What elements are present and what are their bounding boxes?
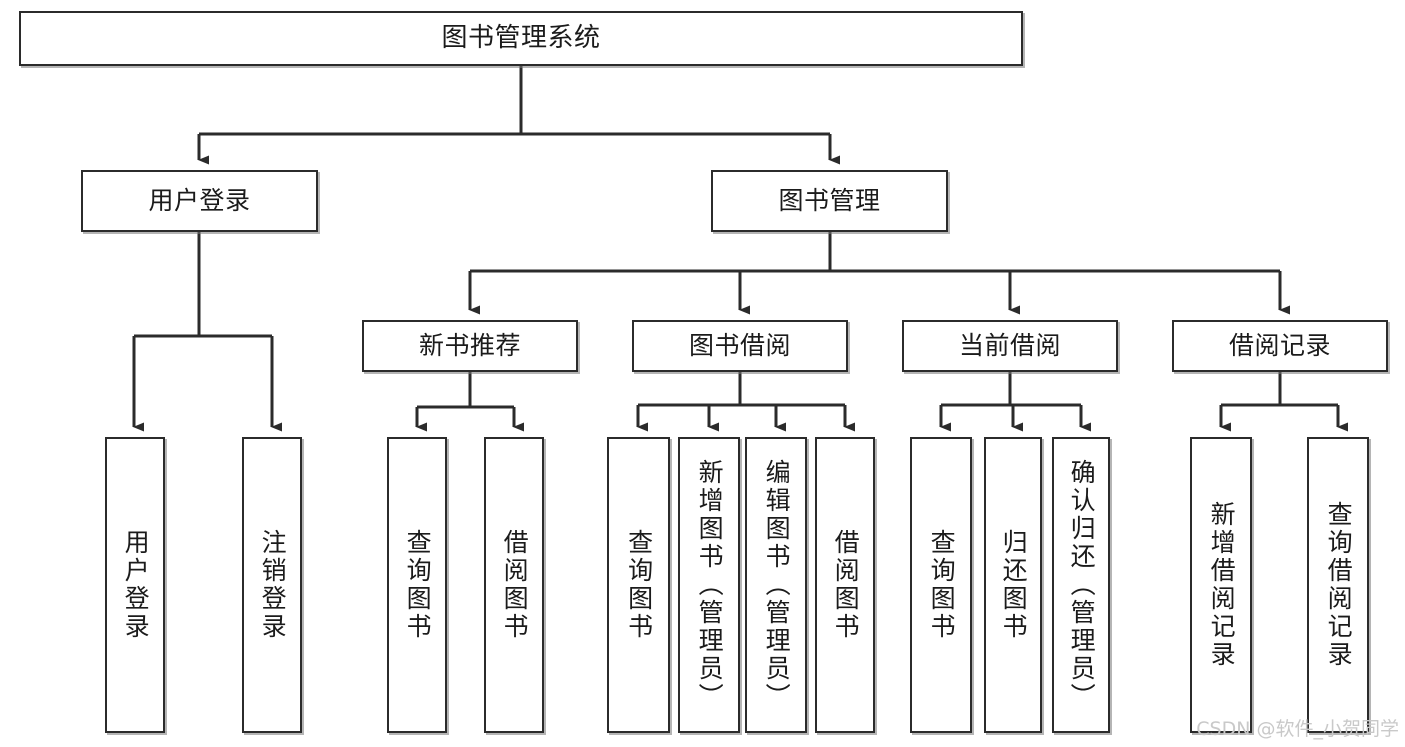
node-leaf-cur-return-label: 归还图书 [999,529,1029,641]
node-book-borrow[interactable]: 图书借阅 [632,320,848,372]
node-leaf-rec-search-label: 查询借阅记录 [1324,501,1354,669]
node-leaf-cur-return[interactable]: 归还图书 [984,437,1042,733]
node-leaf-cur-query-label: 查询图书 [927,529,957,641]
node-leaf-borrow-do[interactable]: 借阅图书 [815,437,875,733]
node-leaf-cur-confirm-label: 确认归还（管理员） [1067,459,1097,711]
node-leaf-user-login[interactable]: 用户登录 [105,437,165,733]
node-leaf-borrow-do-label: 借阅图书 [831,529,861,641]
node-book-manage-label: 图书管理 [778,186,881,216]
node-leaf-borrow-query[interactable]: 查询图书 [607,437,670,733]
node-new-book-rec[interactable]: 新书推荐 [362,320,578,372]
node-user-login-label: 用户登录 [148,186,251,216]
node-leaf-borrow-add[interactable]: 新增图书（管理员） [678,437,740,733]
node-book-borrow-label: 图书借阅 [688,331,791,361]
node-leaf-rec-borrow-label: 借阅图书 [500,529,530,641]
node-leaf-rec-search[interactable]: 查询借阅记录 [1307,437,1369,733]
node-borrow-record-label: 借阅记录 [1228,331,1331,361]
node-leaf-user-login-label: 用户登录 [121,529,151,641]
node-leaf-cur-confirm[interactable]: 确认归还（管理员） [1052,437,1110,733]
node-borrow-record[interactable]: 借阅记录 [1172,320,1388,372]
node-user-login[interactable]: 用户登录 [81,170,318,232]
node-leaf-cur-query[interactable]: 查询图书 [910,437,972,733]
node-leaf-rec-query[interactable]: 查询图书 [387,437,447,733]
node-leaf-borrow-query-label: 查询图书 [624,529,654,641]
node-new-book-rec-label: 新书推荐 [418,331,521,361]
node-leaf-rec-borrow[interactable]: 借阅图书 [484,437,544,733]
node-leaf-rec-add-label: 新增借阅记录 [1207,501,1237,669]
node-leaf-user-logout-label: 注销登录 [258,529,288,641]
node-leaf-rec-add[interactable]: 新增借阅记录 [1190,437,1252,733]
node-current-borrow-label: 当前借阅 [958,331,1061,361]
node-leaf-user-logout[interactable]: 注销登录 [242,437,302,733]
node-leaf-rec-query-label: 查询图书 [403,529,433,641]
node-leaf-borrow-add-label: 新增图书（管理员） [695,459,725,711]
node-leaf-borrow-edit-label: 编辑图书（管理员） [762,459,792,711]
node-root-label: 图书管理系统 [441,23,601,54]
node-leaf-borrow-edit[interactable]: 编辑图书（管理员） [745,437,807,733]
node-current-borrow[interactable]: 当前借阅 [902,320,1118,372]
node-root[interactable]: 图书管理系统 [19,11,1023,66]
node-book-manage[interactable]: 图书管理 [711,170,948,232]
